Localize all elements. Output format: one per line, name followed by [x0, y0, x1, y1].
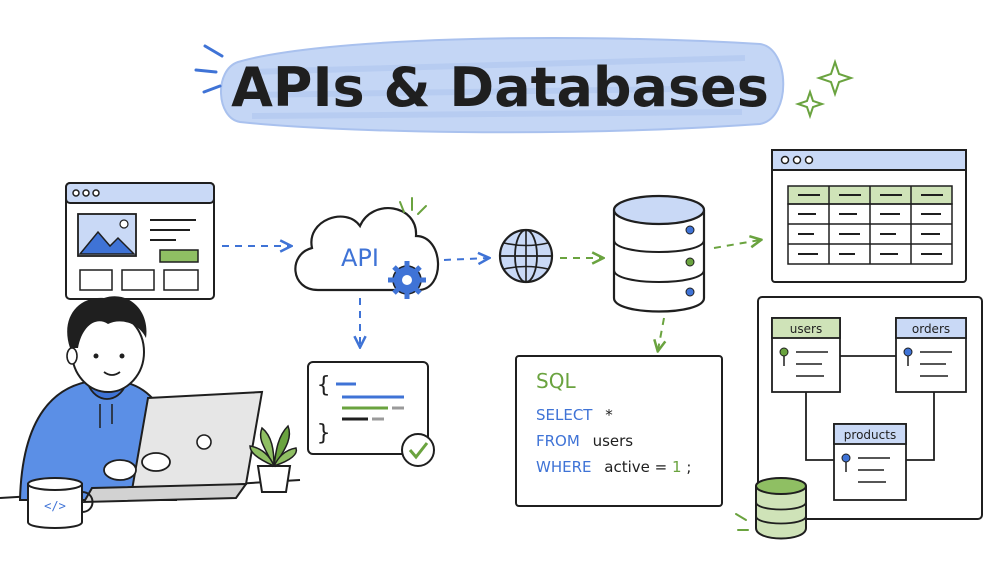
- arrow-api-to-globe: [443, 258, 488, 260]
- key-icon: [779, 347, 789, 366]
- developer-illustration: </>: [0, 296, 301, 529]
- svg-text:{: {: [317, 373, 330, 398]
- database-icon: [612, 194, 706, 313]
- schema-table-name: products: [844, 428, 896, 442]
- sql-heading: SQL: [536, 369, 576, 393]
- avatar: [66, 296, 147, 393]
- sparkle-lines: [399, 197, 427, 215]
- sql-line-2: FROM users: [536, 432, 633, 450]
- globe-icon: [498, 228, 554, 284]
- svg-text:}: }: [317, 421, 330, 446]
- image-placeholder-icon: [77, 213, 137, 257]
- key-icon: [841, 453, 851, 472]
- plant-icon: [249, 424, 298, 493]
- gear-icon: [388, 261, 426, 299]
- sparkle-icon: [794, 58, 855, 120]
- table-window: [771, 149, 967, 283]
- schema-table-name: orders: [912, 322, 950, 336]
- api-cloud: API: [294, 197, 440, 299]
- checkmark-icon: [401, 433, 435, 467]
- code-card: { }: [307, 361, 435, 467]
- arrow-database-to-sql: [658, 317, 664, 350]
- title-sparkle-lines: [194, 44, 224, 94]
- title-banner: APIs & Databases: [220, 37, 785, 134]
- sql-line-1: SELECT *: [536, 406, 613, 424]
- schema-diagram: users orders: [757, 296, 983, 520]
- mug-label: </>: [44, 499, 66, 513]
- small-database-icon: [735, 477, 807, 540]
- schema-table-users: users: [771, 317, 841, 393]
- api-label: API: [341, 244, 379, 272]
- schema-table-name: users: [790, 322, 822, 336]
- sql-panel: SQL SELECT * FROM users WHERE active = 1…: [515, 355, 723, 507]
- key-icon: [903, 347, 913, 366]
- schema-table-orders: orders: [895, 317, 967, 393]
- arrow-database-to-table: [713, 240, 760, 249]
- page-title: APIs & Databases: [231, 56, 769, 119]
- browser-window: [65, 182, 215, 300]
- schema-table-products: products: [833, 423, 907, 501]
- mug-icon: </>: [27, 477, 94, 529]
- sql-line-3: WHERE active = 1 ;: [536, 458, 691, 476]
